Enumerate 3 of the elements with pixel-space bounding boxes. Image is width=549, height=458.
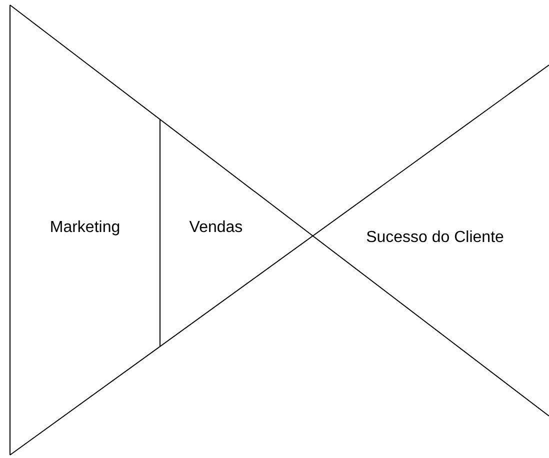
region-label: Sucesso do Cliente [366,229,504,247]
region-label: Vendas [189,219,243,237]
region-label: Marketing [50,219,120,237]
